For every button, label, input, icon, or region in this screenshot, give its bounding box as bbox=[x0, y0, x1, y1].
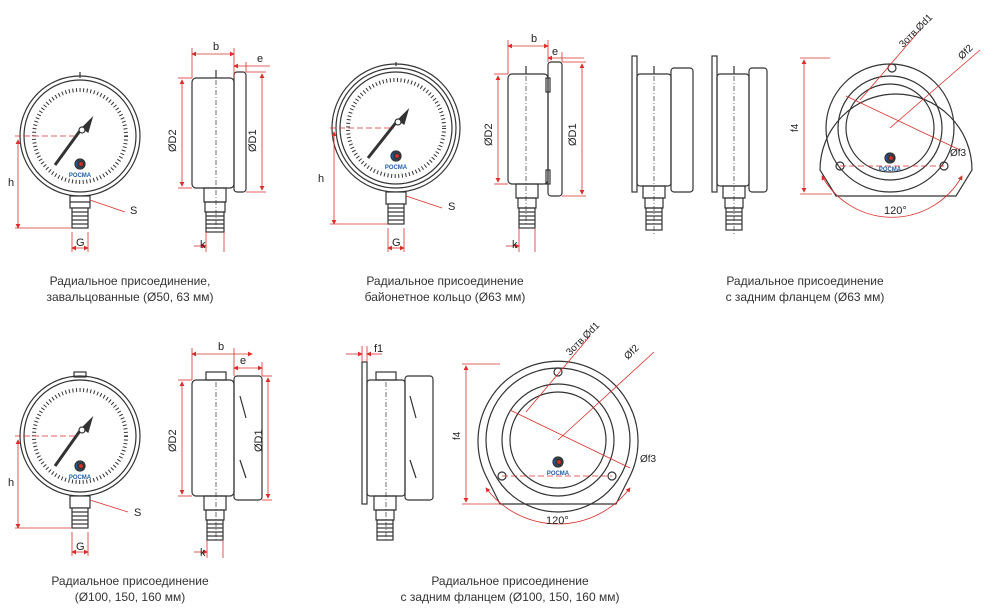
brand-label-1: РОСМА bbox=[69, 173, 92, 179]
dim-g-4: G bbox=[76, 541, 85, 553]
brand-label-4: РОСМА bbox=[69, 475, 92, 481]
dim-h-4: h bbox=[8, 477, 14, 489]
dim-d1-1: ØD1 bbox=[247, 129, 259, 152]
dim-e-2: e bbox=[552, 46, 558, 58]
caption-line-1: Радиальное присоединение bbox=[51, 574, 209, 588]
dim-f4-3: f4 bbox=[790, 123, 801, 132]
gauge-2-front-view bbox=[331, 62, 461, 225]
dim-f3-5: Øf3 bbox=[640, 454, 657, 465]
dim-s-2: S bbox=[448, 201, 455, 213]
dim-d1-5: 3отв.Ød1 bbox=[564, 320, 602, 358]
dim-h-1: h bbox=[8, 177, 14, 189]
gauge-2-side-view bbox=[507, 61, 563, 229]
gauge-1-side-view bbox=[191, 70, 247, 233]
dim-g-1: G bbox=[76, 237, 85, 249]
dim-b-2: b bbox=[531, 33, 537, 45]
dim-f4-5: f4 bbox=[452, 431, 463, 440]
dim-angle-3: 120° bbox=[884, 205, 907, 217]
gauge-4-front-view bbox=[19, 371, 141, 529]
dim-e-1: e bbox=[257, 53, 263, 65]
brand-label-3: РОСМА bbox=[879, 167, 902, 173]
dim-h-2: h bbox=[318, 173, 324, 185]
dim-s-1: S bbox=[130, 205, 137, 217]
brand-label-2: РОСМА bbox=[385, 165, 408, 171]
dim-d1-4: ØD1 bbox=[253, 429, 265, 452]
caption-radial-large: Радиальное присоединение (Ø100, 150, 160… bbox=[30, 573, 230, 605]
gauge-3-side-view-b bbox=[711, 55, 768, 234]
caption-line-1: Радиальное присоединение bbox=[431, 574, 589, 588]
dim-d2-2: ØD2 bbox=[483, 123, 495, 146]
caption-line-2: (Ø100, 150, 160 мм) bbox=[74, 590, 186, 604]
gauge-5-flange-front-view bbox=[477, 360, 639, 513]
dim-k-2: k bbox=[512, 239, 518, 251]
caption-line-1: Радиальное присоединение bbox=[726, 274, 884, 288]
caption-line-2: с задним фланцем (Ø63 мм) bbox=[725, 290, 885, 304]
caption-radial-rolled: Радиальное присоединение, завальцованные… bbox=[30, 273, 230, 305]
dim-e-4: e bbox=[240, 355, 246, 367]
caption-line-2: завальцованные (Ø50, 63 мм) bbox=[46, 290, 214, 304]
dim-d1-3: 3отв.Ød1 bbox=[897, 12, 935, 50]
dim-f2-3: Øf2 bbox=[956, 43, 975, 62]
caption-line-2: байонетное кольцо (Ø63 мм) bbox=[364, 290, 526, 304]
caption-line-1: Радиальное присоединение bbox=[366, 274, 524, 288]
dim-g-2: G bbox=[392, 237, 401, 249]
caption-line-2: с задним фланцем (Ø100, 150, 160 мм) bbox=[400, 590, 620, 604]
gauge-3-flange-front-view bbox=[819, 63, 973, 197]
dim-k-1: k bbox=[200, 239, 206, 251]
gauge-1-front-view bbox=[19, 72, 141, 229]
dim-k-4: k bbox=[200, 547, 206, 559]
caption-radial-rear-flange-large: Радиальное присоединение с задним фланце… bbox=[390, 573, 630, 605]
dim-b-1: b bbox=[213, 41, 219, 53]
caption-radial-rear-flange-63: Радиальное присоединение с задним фланце… bbox=[705, 273, 905, 305]
gauge-3-side-view-a bbox=[631, 55, 694, 234]
dim-d2-1: ØD2 bbox=[167, 129, 179, 152]
caption-radial-bayonet: Радиальное присоединение байонетное коль… bbox=[345, 273, 545, 305]
dim-b-4: b bbox=[218, 341, 224, 353]
brand-label-5: РОСМА bbox=[547, 471, 570, 477]
dim-s-4: S bbox=[134, 507, 141, 519]
dim-d1-2: ØD1 bbox=[567, 123, 579, 146]
dim-angle-5: 120° bbox=[546, 515, 569, 527]
dim-f3-3: Øf3 bbox=[950, 148, 967, 159]
gauge-5-side-view bbox=[361, 361, 434, 542]
gauge-4-side-view bbox=[191, 371, 263, 541]
dim-f2-5: Øf2 bbox=[622, 343, 641, 362]
dim-f1-5: f1 bbox=[374, 343, 383, 355]
caption-line-1: Радиальное присоединение, bbox=[49, 274, 211, 288]
dim-d2-4: ØD2 bbox=[167, 429, 179, 452]
